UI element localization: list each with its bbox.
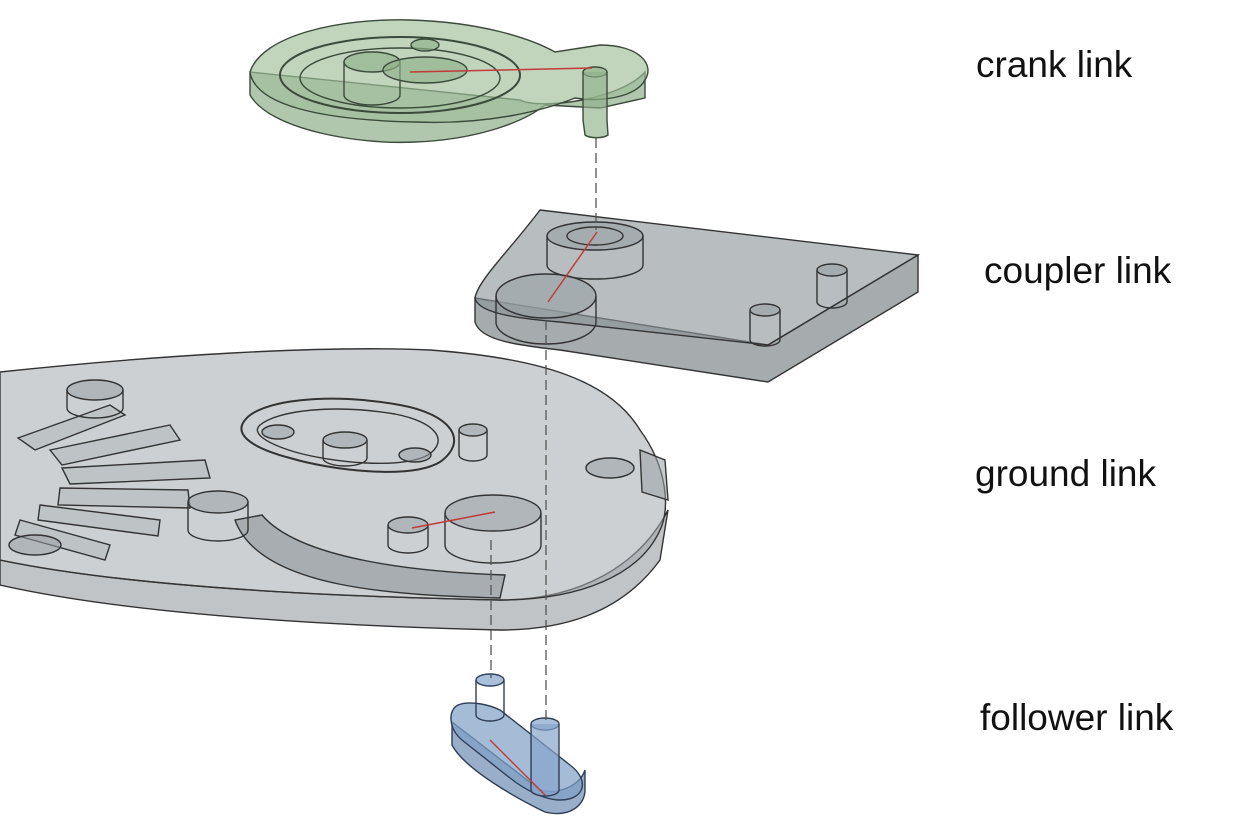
follower-link-part (450, 673, 586, 815)
coupler-link-label: coupler link (984, 250, 1172, 291)
coupler-link-axis-line (547, 231, 598, 303)
ground-link-radial-slots (14, 404, 211, 561)
follower-link-axis-line (489, 739, 546, 796)
crank-link-inner-ring (279, 36, 521, 114)
ground-link-axis-line (411, 511, 496, 529)
coupler-link-part (474, 209, 921, 383)
ground-link-arc-band (234, 514, 506, 599)
crank-link-bosses (343, 38, 609, 139)
crank-link-part (249, 19, 649, 144)
crank-link-inner-ring-2 (299, 47, 501, 109)
ground-link-part (0, 348, 669, 631)
follower-link-pins (475, 673, 560, 797)
crank-link-label: crank link (976, 44, 1133, 85)
crank-link-axis-line (409, 67, 593, 73)
ground-link-slot-track (240, 397, 455, 473)
ground-link-bosses (8, 379, 669, 564)
assembly-lines (490, 138, 597, 722)
coupler-link-side-wall (474, 253, 919, 383)
follower-link-label: follower link (980, 697, 1174, 738)
ground-link-label: ground link (975, 453, 1157, 494)
